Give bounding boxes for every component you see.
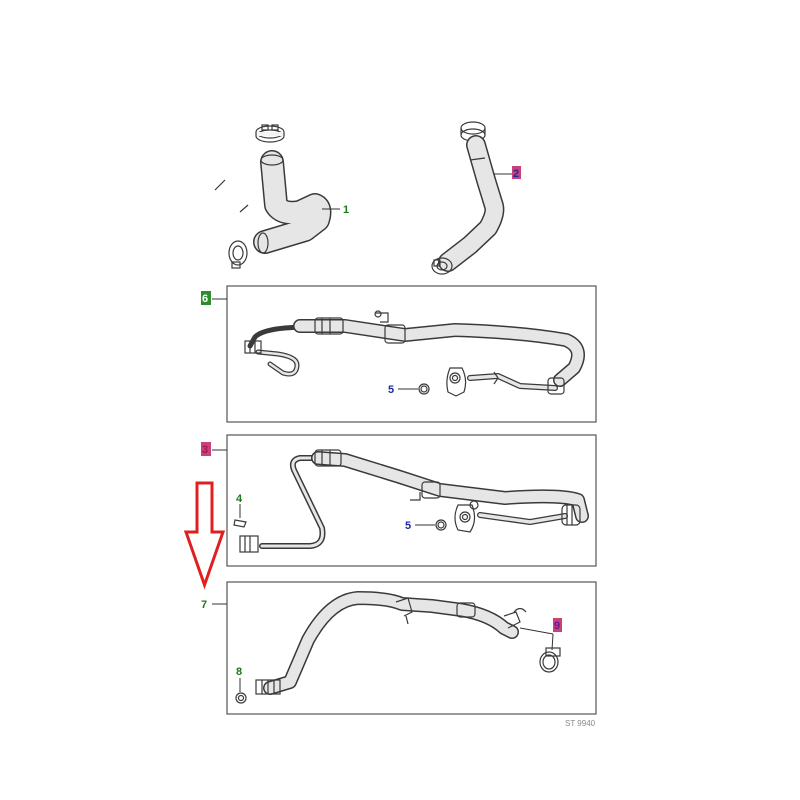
clamp-icon	[255, 124, 285, 143]
callout-8[interactable]: 8	[236, 666, 242, 678]
down-arrow-icon	[183, 481, 226, 590]
callout-tag	[201, 442, 211, 456]
callout-3[interactable]: 3	[202, 444, 208, 456]
callout-tag	[553, 618, 562, 632]
callout-5a[interactable]: 5	[388, 384, 394, 396]
part-3-hose-assembly	[239, 449, 589, 553]
o-ring-icon	[435, 519, 447, 531]
leader-line	[519, 627, 554, 635]
callout-4[interactable]: 4	[236, 493, 243, 505]
panel-assembly-6	[226, 285, 597, 423]
callout-2[interactable]: 2	[513, 168, 519, 180]
callout-tag	[201, 291, 211, 305]
part-7-hose-assembly	[255, 591, 527, 695]
diagram-code: ST 9940	[565, 719, 596, 728]
hose-clamp-icon	[539, 647, 561, 673]
panel-assembly-7	[226, 581, 597, 715]
callout-5b[interactable]: 5	[405, 520, 411, 532]
leader-line	[551, 633, 554, 651]
panel-assembly-3	[226, 434, 597, 567]
callout-tag	[512, 166, 521, 179]
o-ring-icon	[418, 383, 430, 395]
part-1-hose	[214, 124, 332, 269]
part-6-hose-assembly	[244, 310, 585, 397]
clamp-icon	[431, 257, 453, 275]
callout-9[interactable]: 9	[554, 620, 560, 632]
part-2-hose	[431, 121, 505, 275]
callout-7[interactable]: 7	[201, 599, 207, 611]
clamp-icon	[228, 240, 248, 269]
washer-icon	[235, 692, 247, 704]
callout-6[interactable]: 6	[202, 293, 208, 305]
callout-1[interactable]: 1	[343, 204, 349, 216]
clip-icon	[233, 519, 247, 528]
